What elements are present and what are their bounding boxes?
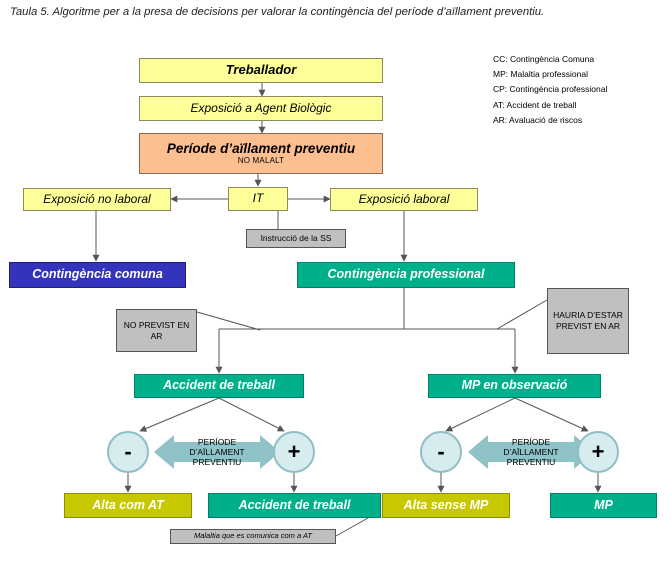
legend-item: MP: Malaltia professional <box>493 69 588 80</box>
legend-item: CP: Contingència professional <box>493 84 608 95</box>
node-exposicio-agent: Exposició a Agent Biològic <box>139 96 383 121</box>
node-periode-aillament: Període d’aïllament preventiu NO MALALT <box>139 133 383 174</box>
legend-item: CC: Contingència Comuna <box>493 54 595 64</box>
link-mp-plus <box>514 397 589 432</box>
legend: CC: Contingència Comuna MP: Malaltia pro… <box>493 52 607 128</box>
legend-item: AT: Accident de treball <box>493 99 577 110</box>
node-mp: MP <box>550 493 657 518</box>
periode-arrow-label: PERÍODE D’AÏLLAMENT PREVENTIU <box>189 436 245 468</box>
node-exposicio-no-laboral: Exposició no laboral <box>23 188 171 211</box>
double-arrow-icon <box>154 435 280 469</box>
periode-arrow-right: PERÍODE D’AÏLLAMENT PREVENTIU <box>468 433 594 471</box>
link-accident-minus <box>139 397 220 432</box>
node-exposicio-laboral: Exposició laboral <box>330 188 478 211</box>
note-no-previst: NO PREVIST EN AR <box>116 309 197 352</box>
node-accident-treball-final: Accident de treball <box>208 493 381 518</box>
periode-arrow-label: PERÍODE D’AÏLLAMENT PREVENTIU <box>503 436 559 468</box>
legend-item: AR: Avaluació de riscos <box>493 114 583 125</box>
link-mp-minus <box>445 397 516 432</box>
node-alta-sense-mp: Alta sense MP <box>382 493 510 518</box>
link-accident-plus <box>218 397 285 432</box>
node-accident-treball: Accident de treball <box>134 374 304 398</box>
link-malaltia-note <box>335 517 369 537</box>
note-malaltia-comunica: Malaltia que es comunica com a AT <box>170 529 336 544</box>
minus-circle-right: - <box>420 431 462 473</box>
minus-circle-left: - <box>107 431 149 473</box>
plus-circle-left: + <box>273 431 315 473</box>
double-arrow-icon <box>468 435 594 469</box>
plus-circle-right: + <box>577 431 619 473</box>
table-caption: Taula 5. Algoritme per a la presa de dec… <box>10 6 545 18</box>
node-no-malalt: NO MALALT <box>237 155 285 165</box>
node-alta-com-at: Alta com AT <box>64 493 192 518</box>
node-treballador: Treballador <box>139 58 383 83</box>
node-mp-observacio: MP en observació <box>428 374 601 398</box>
link-hauria-note <box>496 299 548 330</box>
link-noprevist-note <box>196 311 261 331</box>
note-instruccio-ss: Instrucció de la SS <box>246 229 346 248</box>
periode-arrow-left: PERÍODE D’AÏLLAMENT PREVENTIU <box>154 433 280 471</box>
node-it: IT <box>228 187 288 211</box>
note-hauria-previst: HAURIA D’ESTAR PREVIST EN AR <box>547 288 629 354</box>
node-periode-label: Període d’aïllament preventiu <box>166 140 356 156</box>
node-contingencia-comuna: Contingència comuna <box>9 262 186 288</box>
node-contingencia-professional: Contingència professional <box>297 262 515 288</box>
